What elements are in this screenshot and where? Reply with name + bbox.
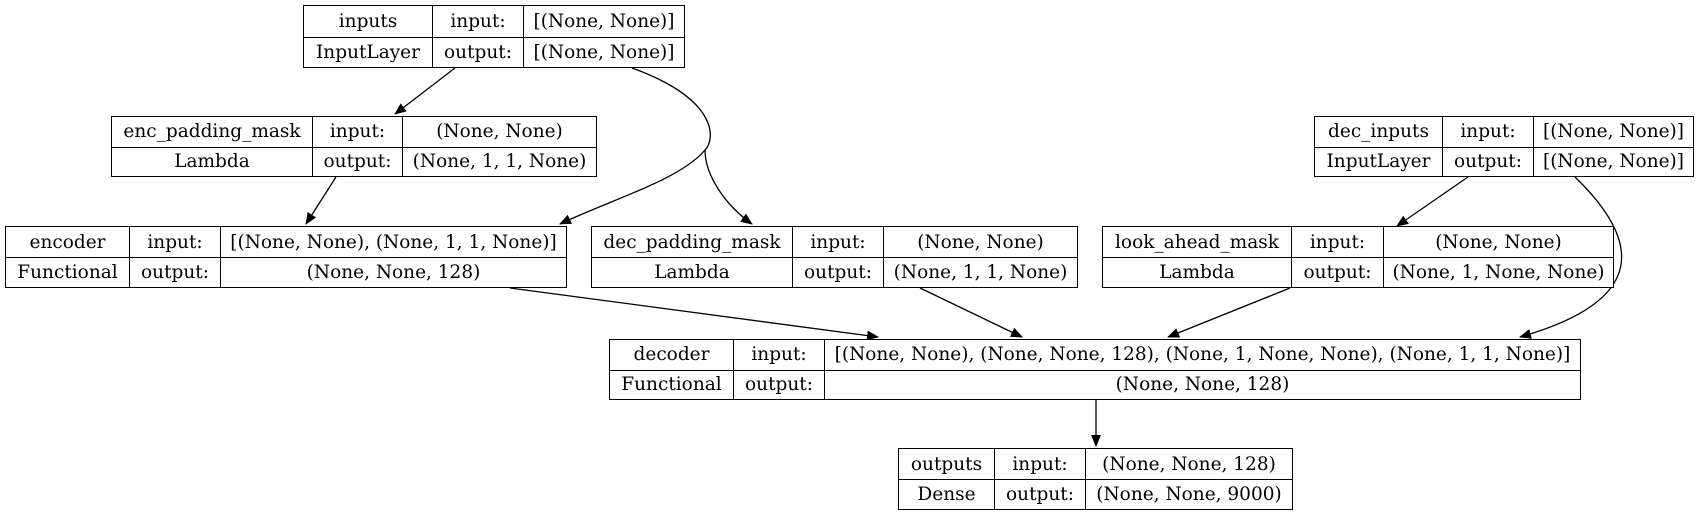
input-shape: (None, None) [883,227,1077,257]
input-shape: [(None, None)] [1533,117,1693,147]
output-label: output: [1291,258,1383,287]
input-label: input: [129,227,220,257]
edge-dec-inputs-to-decoder [1519,176,1623,339]
input-label: input: [733,340,824,370]
node-look-ahead-mask: look_ahead_mask input: (None, None) Lamb… [1102,226,1614,288]
output-shape: (None, None, 9000) [1085,480,1292,509]
input-label: input: [1442,117,1533,147]
input-label: input: [1291,227,1383,257]
node-enc-padding-mask: enc_padding_mask input: (None, None) Lam… [111,116,597,177]
input-label: input: [792,227,883,257]
node-name: enc_padding_mask [123,121,301,143]
input-shape: (None, None) [402,117,596,147]
node-name: inputs [338,10,398,32]
node-name: dec_padding_mask [603,231,781,253]
node-type: Lambda [654,262,730,283]
edge-encoder-to-decoder [509,287,879,341]
node-name: outputs [910,453,983,475]
node-encoder: encoder input: [(None, None), (None, 1, … [5,226,567,288]
node-name: dec_inputs [1328,121,1429,143]
edge-look-ahead-mask-to-decoder [1167,287,1291,338]
node-inputs: inputs input: [(None, None)] InputLayer … [303,5,685,68]
node-type: Functional [17,262,118,283]
edge-dec-padding-mask-to-decoder [919,287,1023,338]
node-decoder: decoder input: [(None, None), (None, Non… [609,339,1581,400]
node-name: look_ahead_mask [1115,231,1279,253]
output-shape: (None, 1, None, None) [1383,258,1613,287]
output-shape: [(None, None)] [1533,147,1693,176]
output-shape: (None, 1, 1, None) [402,147,596,176]
input-label: input: [312,117,402,147]
edge-inputs-to-dec-padding-mask [704,149,753,225]
node-type: InputLayer [1326,151,1431,173]
node-name: encoder [29,231,106,253]
output-shape: (None, 1, 1, None) [883,258,1077,287]
node-type: Dense [917,484,976,505]
input-label: input: [994,449,1085,479]
input-shape: (None, None) [1383,227,1613,257]
input-shape: (None, None, 128) [1085,449,1292,479]
node-type: Functional [621,374,722,396]
output-shape: (None, None, 128) [220,258,566,287]
node-dec-padding-mask: dec_padding_mask input: (None, None) Lam… [591,226,1078,288]
output-label: output: [733,370,824,399]
node-type: InputLayer [316,41,420,63]
node-outputs: outputs input: (None, None, 128) Dense o… [898,448,1293,510]
input-label: input: [432,6,523,37]
input-shape: [(None, None)] [523,6,684,37]
input-shape: [(None, None), (None, None, 128), (None,… [824,340,1580,370]
edge-dec-inputs-to-look-ahead-mask [1396,176,1469,227]
output-shape: [(None, None)] [523,37,684,67]
node-name: decoder [633,344,710,366]
output-shape: (None, None, 128) [824,370,1580,399]
output-label: output: [432,37,523,67]
output-label: output: [994,480,1085,509]
node-type: Lambda [1159,262,1235,283]
output-label: output: [792,258,883,287]
output-label: output: [129,258,220,287]
output-label: output: [1442,147,1533,176]
edge-inputs-to-enc-padding-mask [394,67,456,115]
node-dec-inputs: dec_inputs input: [(None, None)] InputLa… [1314,116,1694,177]
edge-enc-padding-mask-to-encoder [305,176,337,225]
node-type: Lambda [174,151,250,173]
output-label: output: [312,147,402,176]
input-shape: [(None, None), (None, 1, 1, None)] [220,227,566,257]
